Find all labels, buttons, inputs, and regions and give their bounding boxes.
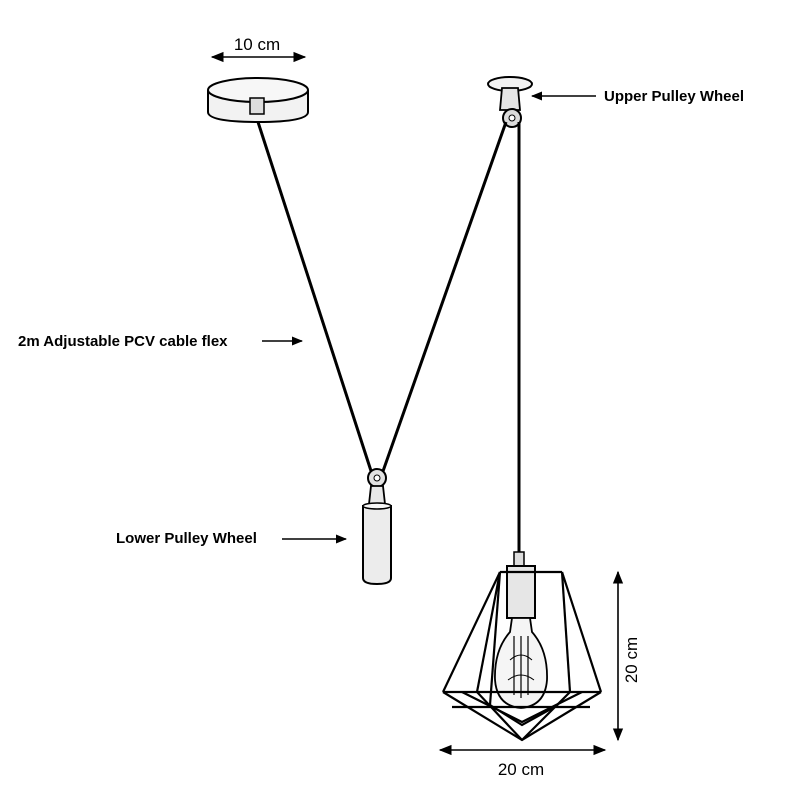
filament-bulb (494, 617, 548, 709)
cable-label: 2m Adjustable PCV cable flex (18, 333, 228, 350)
upper-pulley-callout: Upper Pulley Wheel (530, 88, 744, 105)
ceiling-rose (207, 77, 309, 124)
shade-width-dimension: 20 cm (438, 744, 607, 779)
upper-pulley-label: Upper Pulley Wheel (604, 88, 744, 105)
upper-pulley-wheel (487, 76, 533, 128)
shade-height-dimension: 20 cm (612, 570, 641, 742)
cable-flex (256, 121, 521, 560)
ceiling-width-dimension: 10 cm (210, 35, 307, 63)
lamp-holder (506, 551, 536, 619)
ceiling-width-label: 10 cm (234, 35, 280, 54)
cable-callout: 2m Adjustable PCV cable flex (18, 333, 304, 350)
shade-height-label: 20 cm (622, 637, 641, 683)
shade-width-label: 20 cm (498, 760, 544, 779)
lower-pulley-label: Lower Pulley Wheel (116, 530, 257, 547)
lower-pulley-callout: Lower Pulley Wheel (116, 530, 348, 547)
lower-pulley-wheel (362, 468, 392, 586)
diamond-cage-shade (442, 570, 603, 742)
